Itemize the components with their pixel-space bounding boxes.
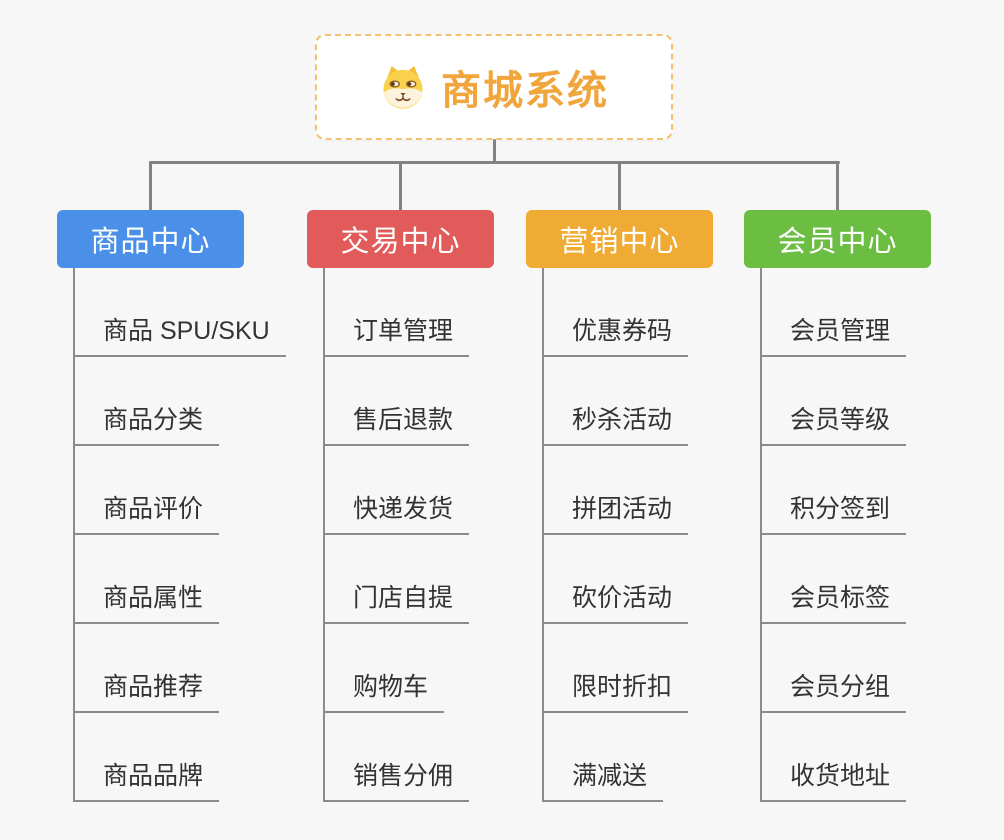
leaf-topic[interactable]: 限时折扣 bbox=[542, 624, 689, 713]
branch-drop-line bbox=[149, 161, 152, 211]
leaf-topic[interactable]: 商品分类 bbox=[73, 357, 286, 446]
branch-leaves: 订单管理 售后退款 快递发货 门店自提 购物车 销售分佣 bbox=[323, 268, 470, 802]
leaf-label: 砍价活动 bbox=[542, 578, 689, 624]
leaf-topic[interactable]: 购物车 bbox=[323, 624, 469, 713]
leaf-topic[interactable]: 快递发货 bbox=[323, 446, 470, 535]
root-title: 商城系统 bbox=[441, 69, 609, 113]
leaf-topic[interactable]: 收货地址 bbox=[760, 713, 907, 802]
root-node[interactable]: 商城系统 bbox=[315, 34, 673, 140]
leaf-topic[interactable]: 订单管理 bbox=[323, 268, 470, 357]
root-connector-stub bbox=[493, 139, 496, 164]
branch-connector-bar bbox=[149, 161, 840, 164]
branch-node[interactable]: 营销中心 bbox=[526, 210, 713, 268]
leaf-label: 商品 SPU/SKU bbox=[73, 311, 286, 357]
branch-trunk-line bbox=[542, 268, 544, 802]
branch-trunk-line bbox=[73, 268, 75, 802]
leaf-topic[interactable]: 会员管理 bbox=[760, 268, 907, 357]
leaf-topic[interactable]: 商品评价 bbox=[73, 446, 286, 535]
leaf-topic[interactable]: 门店自提 bbox=[323, 535, 470, 624]
leaf-label: 会员标签 bbox=[760, 578, 907, 624]
leaf-label: 订单管理 bbox=[323, 311, 470, 357]
leaf-topic[interactable]: 销售分佣 bbox=[323, 713, 470, 802]
branch-column: 会员中心 会员管理 会员等级 积分签到 会员标签 会员分组 收货地址 bbox=[744, 210, 931, 802]
leaf-topic[interactable]: 优惠券码 bbox=[542, 268, 689, 357]
leaf-topic[interactable]: 满减送 bbox=[542, 713, 688, 802]
leaf-topic[interactable]: 商品属性 bbox=[73, 535, 286, 624]
branch-leaves: 优惠券码 秒杀活动 拼团活动 砍价活动 限时折扣 满减送 bbox=[542, 268, 689, 802]
branch-column: 营销中心 优惠券码 秒杀活动 拼团活动 砍价活动 限时折扣 满减送 bbox=[526, 210, 713, 802]
leaf-label: 售后退款 bbox=[323, 400, 470, 446]
branch-leaves: 商品 SPU/SKU 商品分类 商品评价 商品属性 商品推荐 商品品牌 bbox=[73, 268, 286, 802]
leaf-label: 会员等级 bbox=[760, 400, 907, 446]
branch-trunk-line bbox=[760, 268, 762, 802]
branch-column: 交易中心 订单管理 售后退款 快递发货 门店自提 购物车 销售分佣 bbox=[307, 210, 494, 802]
leaf-topic[interactable]: 售后退款 bbox=[323, 357, 470, 446]
leaf-label: 商品评价 bbox=[73, 489, 220, 535]
branch-node[interactable]: 会员中心 bbox=[744, 210, 931, 268]
branch-trunk-line bbox=[323, 268, 325, 802]
leaf-label: 满减送 bbox=[542, 756, 664, 802]
branch-node[interactable]: 交易中心 bbox=[307, 210, 494, 268]
leaf-label: 限时折扣 bbox=[542, 667, 689, 713]
branch-drop-line bbox=[836, 161, 839, 211]
leaf-label: 优惠券码 bbox=[542, 311, 689, 357]
leaf-topic[interactable]: 商品推荐 bbox=[73, 624, 286, 713]
branch-column: 商品中心 商品 SPU/SKU 商品分类 商品评价 商品属性 商品推荐 商品品牌 bbox=[57, 210, 286, 802]
leaf-label: 商品推荐 bbox=[73, 667, 220, 713]
leaf-label: 积分签到 bbox=[760, 489, 907, 535]
dog-face-icon bbox=[379, 63, 427, 111]
leaf-label: 购物车 bbox=[323, 667, 445, 713]
leaf-topic[interactable]: 会员分组 bbox=[760, 624, 907, 713]
leaf-topic[interactable]: 砍价活动 bbox=[542, 535, 689, 624]
branch-label: 会员中心 bbox=[777, 226, 898, 258]
branch-label: 商品中心 bbox=[90, 226, 211, 258]
leaf-label: 商品分类 bbox=[73, 400, 220, 446]
leaf-label: 快递发货 bbox=[323, 489, 470, 535]
leaf-topic[interactable]: 积分签到 bbox=[760, 446, 907, 535]
leaf-label: 销售分佣 bbox=[323, 756, 470, 802]
leaf-label: 会员管理 bbox=[760, 311, 907, 357]
leaf-topic[interactable]: 商品品牌 bbox=[73, 713, 286, 802]
leaf-label: 拼团活动 bbox=[542, 489, 689, 535]
leaf-label: 商品属性 bbox=[73, 578, 220, 624]
leaf-topic[interactable]: 拼团活动 bbox=[542, 446, 689, 535]
leaf-label: 门店自提 bbox=[323, 578, 470, 624]
leaf-label: 秒杀活动 bbox=[542, 400, 689, 446]
leaf-topic[interactable]: 会员等级 bbox=[760, 357, 907, 446]
branch-label: 交易中心 bbox=[340, 226, 461, 258]
leaf-label: 商品品牌 bbox=[73, 756, 220, 802]
leaf-topic[interactable]: 会员标签 bbox=[760, 535, 907, 624]
branch-label: 营销中心 bbox=[559, 226, 680, 258]
leaf-label: 会员分组 bbox=[760, 667, 907, 713]
leaf-topic[interactable]: 商品 SPU/SKU bbox=[73, 268, 286, 357]
leaf-topic[interactable]: 秒杀活动 bbox=[542, 357, 689, 446]
branch-drop-line bbox=[399, 161, 402, 211]
branch-leaves: 会员管理 会员等级 积分签到 会员标签 会员分组 收货地址 bbox=[760, 268, 907, 802]
branch-drop-line bbox=[618, 161, 621, 211]
branch-node[interactable]: 商品中心 bbox=[57, 210, 244, 268]
leaf-label: 收货地址 bbox=[760, 756, 907, 802]
